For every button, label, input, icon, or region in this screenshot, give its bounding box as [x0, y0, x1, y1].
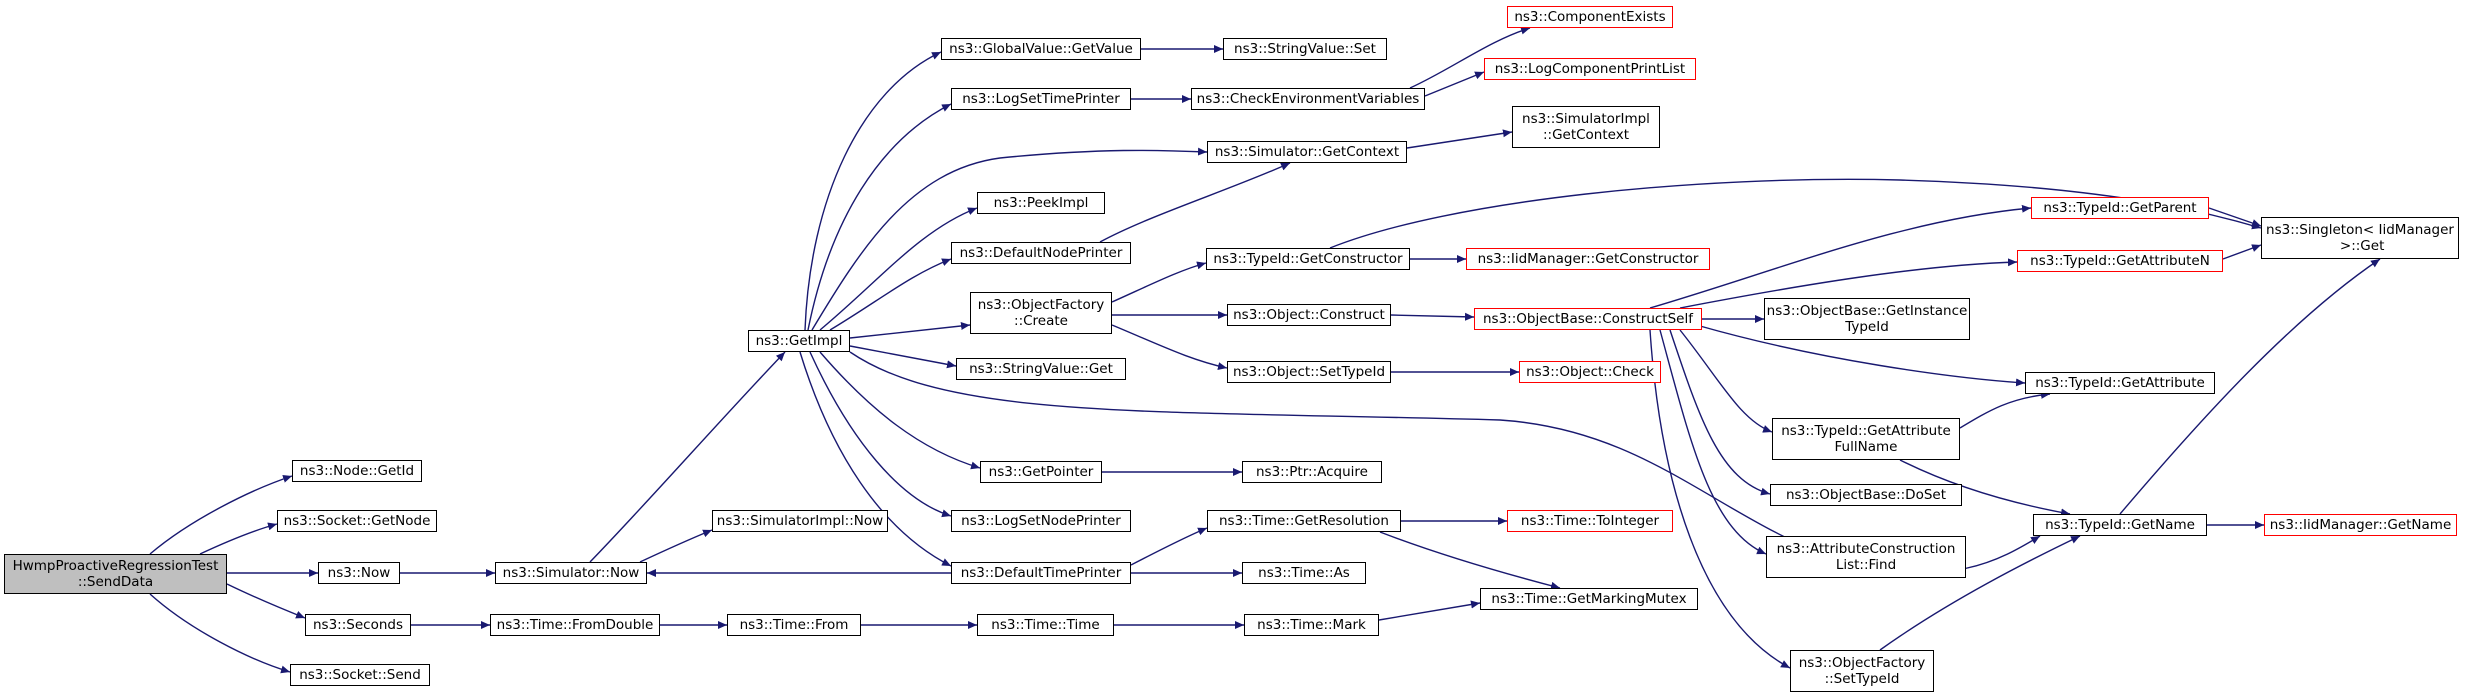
edge-getparent-singleton [2208, 207, 2262, 227]
node-object-check[interactable]: ns3::Object::Check [1519, 361, 1661, 383]
node-checkenv[interactable]: ns3::CheckEnvironmentVariables [1191, 88, 1425, 110]
edge-getimpl-globalvalue [804, 51, 942, 331]
edge-getimpl-defaultnodeprinter [829, 258, 952, 331]
edge-mark-mutex [1378, 600, 1481, 621]
edge-getimpl-objectfactorycreate [849, 321, 971, 339]
edge-construct-constructself [1390, 312, 1475, 321]
edge-checkenv-componentexists [1409, 26, 1531, 89]
edge-objectfactorysettypeid-getname [1879, 535, 2081, 651]
node-object-settypeid[interactable]: ns3::Object::SetTypeId [1227, 361, 1391, 383]
node-simimpl-now[interactable]: ns3::SimulatorImpl::Now [712, 510, 888, 532]
node-defaultnodeprinter[interactable]: ns3::DefaultNodePrinter [951, 242, 1131, 264]
edge-simnow-getimpl [589, 351, 786, 563]
edge-getimpl-logsetnodeprinter [809, 351, 952, 518]
node-now[interactable]: ns3::Now [318, 562, 400, 584]
node-time-getresolution[interactable]: ns3::Time::GetResolution [1207, 510, 1401, 532]
node-typeid-getattribute[interactable]: ns3::TypeId::GetAttribute [2025, 372, 2215, 394]
edge-create-objectsettypeid [1111, 324, 1228, 371]
edge-getimpl-peekimpl [819, 207, 978, 331]
edge-constructself-attrfind [1659, 329, 1767, 555]
node-logsettimeprinter[interactable]: ns3::LogSetTimePrinter [951, 88, 1131, 110]
node-simulator-now[interactable]: ns3::Simulator::Now [495, 562, 647, 584]
node-ptr-acquire[interactable]: ns3::Ptr::Acquire [1242, 461, 1382, 483]
node-iidmanager-getname[interactable]: ns3::IidManager::GetName [2264, 514, 2457, 536]
node-defaulttimeprinter[interactable]: ns3::DefaultTimePrinter [951, 562, 1131, 584]
node-node-getid[interactable]: ns3::Node::GetId [292, 460, 422, 482]
node-typeid-getattributen[interactable]: ns3::TypeId::GetAttributeN [2017, 250, 2223, 272]
node-time-mark[interactable]: ns3::Time::Mark [1244, 614, 1379, 636]
node-objectbase-doset[interactable]: ns3::ObjectBase::DoSet [1770, 484, 1962, 506]
edge-getimpl-simgetcontext [811, 147, 1208, 331]
node-objectfactory-settypeid[interactable]: ns3::ObjectFactory ::SetTypeId [1790, 650, 1934, 692]
node-time-from[interactable]: ns3::Time::From [727, 614, 861, 636]
node-attrconstructionlist-find[interactable]: ns3::AttributeConstruction List::Find [1766, 536, 1966, 578]
node-socket-send[interactable]: ns3::Socket::Send [290, 664, 430, 686]
node-object-construct[interactable]: ns3::Object::Construct [1227, 304, 1391, 326]
node-getimpl[interactable]: ns3::GetImpl [748, 330, 850, 352]
edge-root-socket-getnode [199, 522, 278, 555]
edge-checkenv-logcomponentprintlist [1424, 71, 1485, 97]
edge-constructself-getattributefullname [1679, 329, 1773, 433]
node-time-fromdouble[interactable]: ns3::Time::FromDouble [490, 614, 660, 636]
edge-getattributen-singleton [2222, 244, 2262, 260]
node-simimpl-getcontext[interactable]: ns3::SimulatorImpl ::GetContext [1512, 106, 1660, 148]
node-stringvalue-set[interactable]: ns3::StringValue::Set [1223, 38, 1387, 60]
edge-simgetcontext-simimplgetcontext [1406, 129, 1513, 149]
node-typeid-getconstructor[interactable]: ns3::TypeId::GetConstructor [1206, 248, 1410, 270]
edge-getresolution-mutex [1379, 531, 1561, 590]
edge-getattributefullname-getattribute [1959, 390, 2051, 429]
node-typeid-getparent[interactable]: ns3::TypeId::GetParent [2031, 197, 2209, 219]
edge-getimpl-logsettimeprinter [807, 103, 952, 331]
edge-getimpl-getpointer [819, 351, 981, 470]
node-typeid-getname[interactable]: ns3::TypeId::GetName [2033, 514, 2207, 536]
node-seconds[interactable]: ns3::Seconds [305, 614, 411, 636]
node-logcomponentprintlist[interactable]: ns3::LogComponentPrintList [1484, 58, 1696, 80]
node-socket-getnode[interactable]: ns3::Socket::GetNode [277, 510, 437, 532]
node-stringvalue-get[interactable]: ns3::StringValue::Get [956, 358, 1126, 380]
edge-constructself-getparent [1649, 204, 2032, 309]
node-getmarkingmutex[interactable]: ns3::Time::GetMarkingMutex [1480, 588, 1698, 610]
node-objectfactory-create[interactable]: ns3::ObjectFactory ::Create [970, 292, 1112, 334]
edge-getimpl-defaulttimeprinter [799, 351, 952, 567]
node-objectbase-constructself[interactable]: ns3::ObjectBase::ConstructSelf [1474, 308, 1702, 330]
node-getpointer[interactable]: ns3::GetPointer [980, 461, 1102, 483]
edge-defaulttimeprinter-getresolution [1130, 527, 1208, 566]
node-time-as[interactable]: ns3::Time::As [1242, 562, 1366, 584]
node-getinstancetypeid[interactable]: ns3::ObjectBase::GetInstance TypeId [1764, 298, 1970, 340]
edge-constructself-objectfactorysettypeid [1649, 329, 1791, 669]
edge-root-seconds [226, 583, 306, 619]
edge-getattributefullname-getname [1899, 459, 2071, 517]
edge-constructself-doset [1669, 329, 1771, 496]
node-simulator-getcontext[interactable]: ns3::Simulator::GetContext [1207, 141, 1407, 163]
node-time-time[interactable]: ns3::Time::Time [977, 614, 1114, 636]
edge-getname-singleton [2119, 258, 2381, 515]
edge-defaultnodeprinter-simgetcontext [1099, 162, 1291, 243]
node-peekimpl[interactable]: ns3::PeekImpl [977, 192, 1105, 214]
node-root[interactable]: HwmpProactiveRegressionTest ::SendData [4, 554, 227, 594]
node-iidmanager-getconstructor[interactable]: ns3::IidManager::GetConstructor [1466, 248, 1710, 270]
node-logsetnodeprinter[interactable]: ns3::LogSetNodePrinter [951, 510, 1131, 532]
edge-constructself-getattribute [1699, 325, 2026, 387]
node-globalvalue-getvalue[interactable]: ns3::GlobalValue::GetValue [941, 38, 1141, 60]
edge-root-node-getid [149, 475, 293, 555]
node-getattributefullname[interactable]: ns3::TypeId::GetAttribute FullName [1772, 418, 1960, 460]
node-singleton-get[interactable]: ns3::Singleton< IidManager >::Get [2261, 217, 2459, 259]
edge-simnow-simimplnow [639, 529, 713, 563]
edge-root-socket-send [149, 593, 291, 674]
edge-create-typeidgetconstructor [1111, 261, 1207, 303]
node-componentexists[interactable]: ns3::ComponentExists [1507, 6, 1673, 28]
edge-getimpl-stringvalueget [849, 345, 957, 369]
node-time-tointeger[interactable]: ns3::Time::ToInteger [1507, 510, 1673, 532]
edge-constructself-getattributen [1679, 258, 2018, 309]
